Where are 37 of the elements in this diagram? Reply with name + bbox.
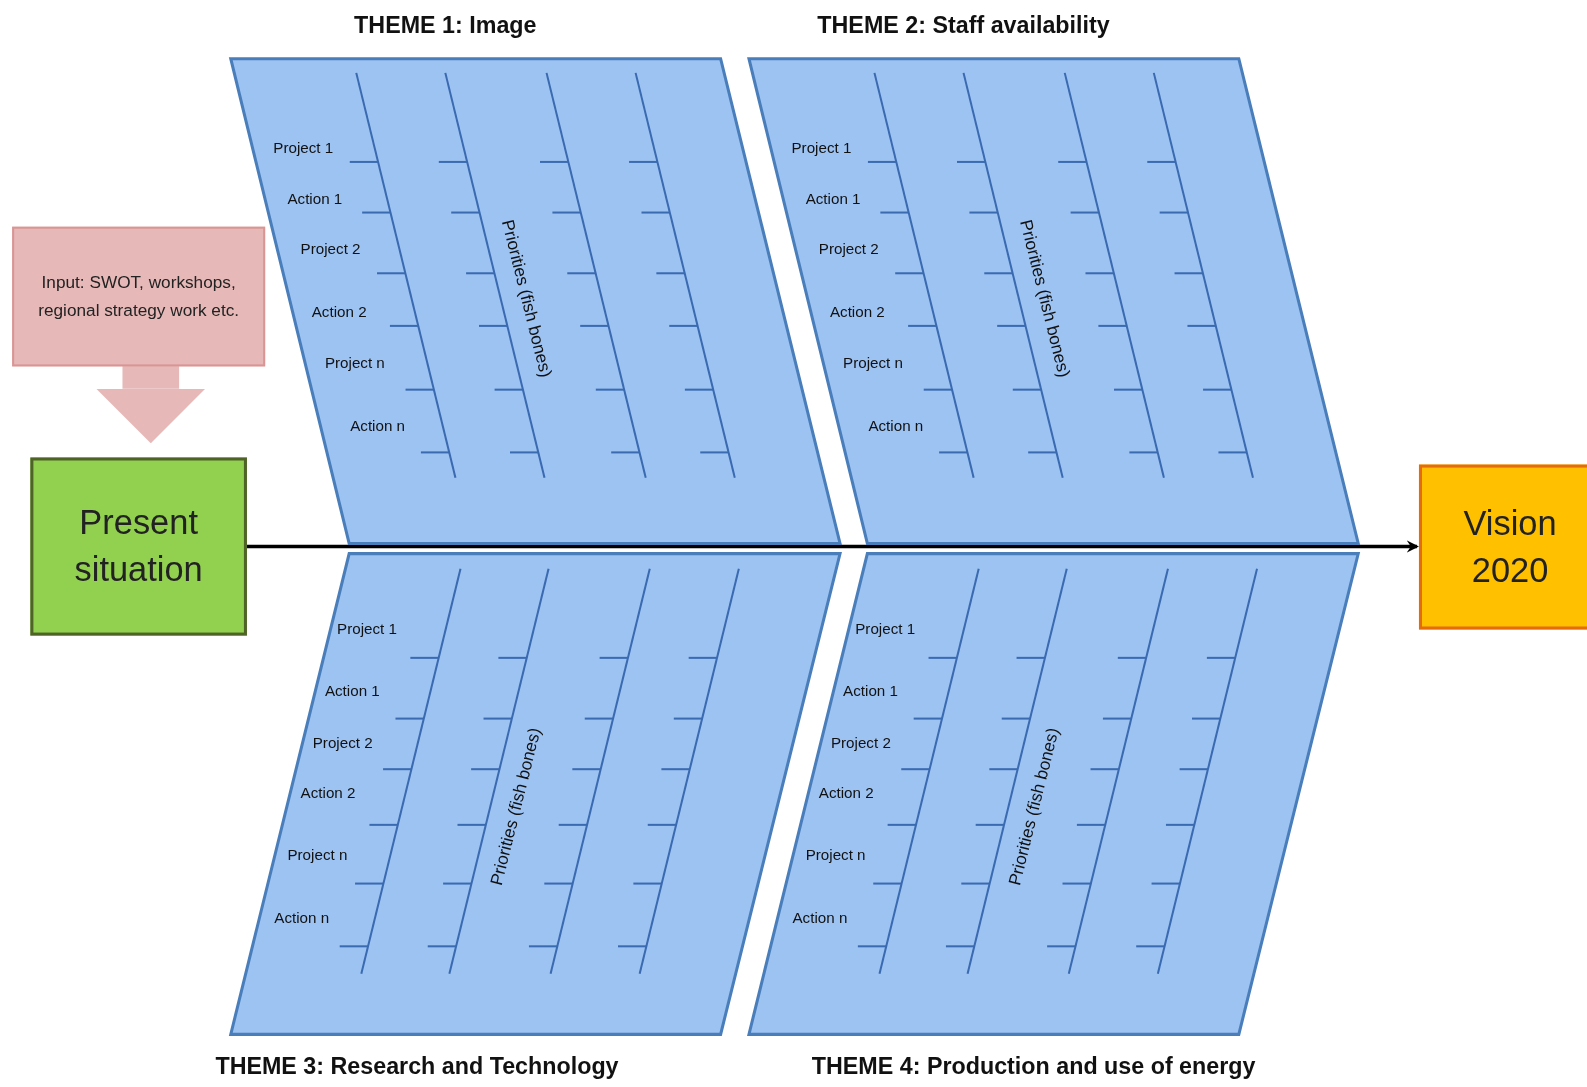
bone-label: Project n (843, 354, 903, 372)
start-box: Present situation (30, 457, 247, 636)
bone-label: Action 1 (324, 682, 380, 700)
input-callout: Input: SWOT, workshops, regional strategy work etc. (12, 226, 266, 367)
bone-label: Project 1 (855, 619, 916, 637)
bone-label: Action 1 (805, 190, 861, 208)
bone-label: Project 1 (273, 138, 334, 156)
theme-heading: THEME 2: Staff availability (817, 12, 1110, 40)
rotated-label: Priorities (fish bones) (1015, 217, 1074, 380)
rotated-label: Priorities (fish bones) (486, 725, 546, 888)
rotated-label: Priorities (fish bones) (1005, 725, 1064, 888)
bone-label: Action 2 (829, 302, 885, 320)
block-arrow (96, 365, 206, 444)
bone-label: Action n (350, 417, 406, 435)
bone-label: Project 1 (337, 619, 397, 637)
bone-label: Project 1 (791, 138, 852, 156)
bone-label: Project 2 (312, 733, 373, 751)
bone-label: Project n (287, 846, 348, 864)
goal-box: Vision 2020 (1418, 464, 1587, 630)
bone-label: Project 2 (830, 733, 891, 751)
bone-label: Action 1 (843, 682, 898, 700)
bone-label: Action n (792, 908, 848, 927)
theme-heading: THEME 1: Image (354, 12, 537, 40)
bone-label: Project n (805, 846, 866, 864)
bone-label: Action 2 (311, 302, 367, 320)
bone-label: Action 1 (287, 190, 343, 208)
bone-label: Action n (274, 908, 330, 927)
bone-label: Action 2 (300, 783, 356, 801)
bone-label: Project n (324, 354, 385, 372)
rotated-label: Priorities (fish bones) (496, 217, 556, 380)
bone-label: Action n (868, 417, 924, 435)
bone-label: Project 2 (818, 239, 879, 258)
bone-label: Action 2 (818, 783, 874, 801)
bone-label: Project 2 (300, 239, 361, 258)
arrow (246, 540, 1419, 553)
theme-heading: THEME 3: Research and Technology (215, 1052, 619, 1080)
theme-heading: THEME 4: Production and use of energy (811, 1052, 1256, 1080)
